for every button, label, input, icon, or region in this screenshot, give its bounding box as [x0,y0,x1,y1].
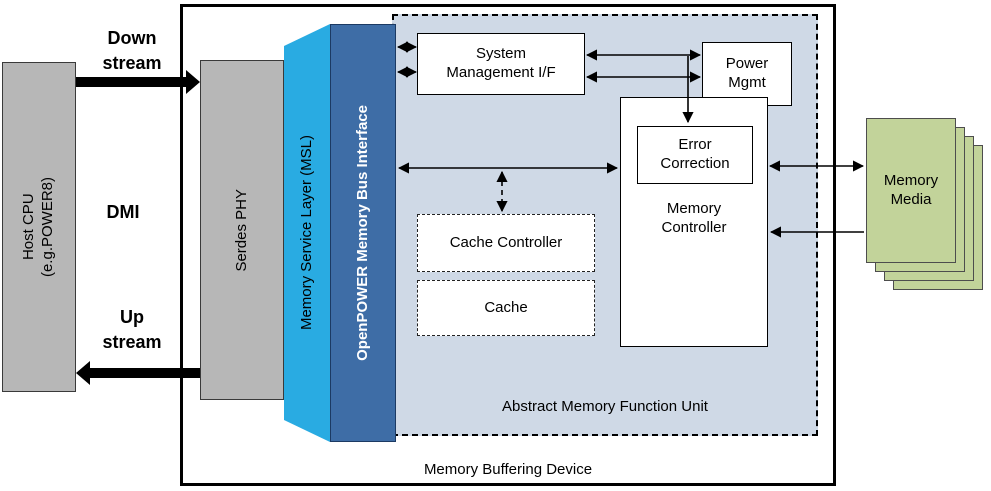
error-correction-box: Error Correction [637,126,753,184]
mbi-label: OpenPOWER Memory Bus Interface [353,105,371,361]
memory-buffering-device-label: Memory Buffering Device [423,461,593,478]
downstream-label: Down stream [102,28,162,73]
cache-box: Cache [417,280,595,336]
system-management-label: System Management I/F [446,45,556,81]
dmi-label: DMI [106,202,140,222]
serdes-phy-label: Serdes PHY [232,188,250,272]
memory-media-label: Memory Media [883,171,939,208]
system-management-box: System Management I/F [417,33,585,95]
msl-box: Memory Service Layer (MSL) [284,24,330,442]
mbi-box: OpenPOWER Memory Bus Interface [330,24,396,442]
amfu-label: Abstract Memory Function Unit [502,398,708,415]
host-cpu-label: Host CPU (e.g.POWER8) [20,176,56,278]
error-correction-label: Error Correction [660,136,730,172]
memory-controller-label: Memory Controller [661,200,727,236]
memory-controller-box: Error Correction Memory Controller [620,97,768,347]
msl-label: Memory Service Layer (MSL) [297,135,315,331]
host-cpu-box: Host CPU (e.g.POWER8) [2,62,76,392]
serdes-phy-box: Serdes PHY [200,60,284,400]
memory-media-front: Memory Media [866,118,956,263]
cache-controller-box: Cache Controller [417,214,595,272]
cache-controller-label: Cache Controller [449,233,563,251]
upstream-label: Up stream [102,307,162,352]
power-mgmt-label: Power Mgmt [725,55,769,91]
cache-label: Cache [484,298,528,316]
